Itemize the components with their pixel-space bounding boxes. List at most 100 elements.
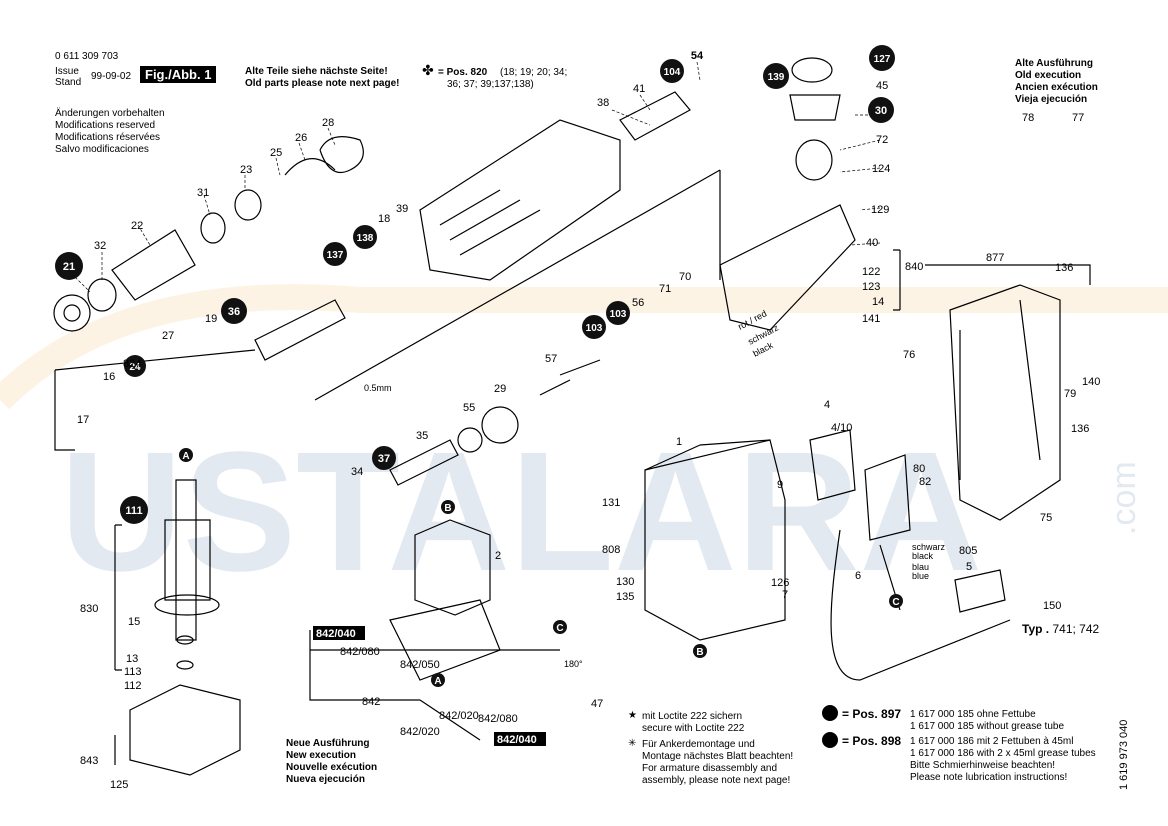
svg-text:22: 22	[131, 220, 143, 232]
svg-text:45: 45	[876, 80, 888, 92]
changes-0: Änderungen vorbehalten	[55, 108, 165, 119]
badge-127: 127	[869, 45, 895, 71]
svg-text:39: 39	[396, 203, 408, 215]
badge-36: 36	[221, 298, 247, 324]
badge-54-text: 54	[691, 50, 704, 62]
letter-markers: A A B B C C	[179, 448, 903, 687]
badge-137: 137	[323, 242, 347, 266]
svg-text:0.5mm: 0.5mm	[364, 383, 392, 393]
svg-text:127: 127	[874, 54, 891, 65]
svg-text:37: 37	[378, 453, 390, 465]
svg-text:B: B	[696, 647, 703, 658]
svg-text:40: 40	[866, 237, 878, 249]
svg-text:75: 75	[1040, 512, 1052, 524]
type-line: Typ . 741; 742	[1022, 622, 1099, 636]
svg-text:824: 824	[123, 358, 141, 370]
svg-text:36: 36	[228, 306, 240, 318]
changes-2: Modifications réservées	[55, 132, 161, 143]
svg-text:2: 2	[495, 550, 501, 562]
svg-text:27: 27	[162, 330, 174, 342]
marker-c-1: C	[553, 620, 567, 634]
badge-139: 139	[763, 63, 789, 89]
svg-text:5: 5	[966, 561, 972, 573]
svg-text:123: 123	[862, 281, 880, 293]
asterisk-line-1: Montage nächstes Blatt beachten!	[642, 751, 794, 762]
pos897-line-1: 1 617 000 185 without grease tube	[910, 721, 1065, 732]
svg-text:840: 840	[905, 261, 923, 273]
star-note-en: secure with Loctite 222	[642, 723, 745, 734]
svg-text:15: 15	[128, 616, 140, 628]
svg-text:808: 808	[602, 544, 620, 556]
badge-103a: 103	[582, 315, 606, 339]
old-parts-en: Old parts please note next page!	[245, 78, 400, 89]
svg-text:136: 136	[1071, 423, 1089, 435]
svg-text:35: 35	[416, 430, 428, 442]
svg-text:32: 32	[94, 240, 106, 252]
svg-text:A: A	[434, 676, 441, 687]
svg-text:842/050: 842/050	[400, 659, 440, 671]
figure-label: Fig./Abb. 1	[140, 66, 217, 83]
marker-a-1: A	[179, 448, 193, 462]
pos897-label: = Pos. 897	[842, 707, 902, 721]
svg-text:842/040: 842/040	[497, 734, 537, 746]
badge-111: 111	[120, 496, 148, 524]
marker-b-2: B	[693, 644, 707, 658]
badge-138: 138	[353, 225, 377, 249]
svg-text:C: C	[556, 623, 563, 634]
svg-text:4: 4	[824, 399, 830, 411]
svg-text:877: 877	[986, 252, 1004, 264]
svg-text:842/020: 842/020	[400, 726, 440, 738]
svg-text:black: black	[912, 551, 934, 561]
new-execution-0: Neue Ausführung	[286, 738, 370, 749]
svg-text:830: 830	[80, 603, 98, 615]
svg-text:113: 113	[124, 666, 142, 678]
svg-text:B: B	[444, 503, 451, 514]
asterisk-line-2: For armature disassembly and	[642, 763, 778, 774]
svg-text:82: 82	[919, 476, 931, 488]
svg-text:9: 9	[777, 479, 783, 491]
svg-text:79: 79	[1064, 388, 1076, 400]
svg-text:34: 34	[351, 466, 363, 478]
stand-label: Stand	[55, 77, 82, 88]
svg-text:1: 1	[676, 436, 682, 448]
svg-text:70: 70	[679, 271, 691, 283]
svg-text:6: 6	[855, 570, 861, 582]
svg-text:111: 111	[125, 505, 142, 517]
old-execution-2: Ancien exécution	[1015, 82, 1098, 93]
type-values: 741; 742	[1052, 622, 1100, 636]
badge-30: 30	[868, 97, 894, 123]
svg-text:29: 29	[494, 383, 506, 395]
pos897-line-0: 1 617 000 185 ohne Fettube	[910, 709, 1036, 720]
type-label: Typ .	[1022, 622, 1050, 636]
star-icon: ★	[628, 710, 637, 721]
marker-a-2: A	[431, 673, 445, 687]
svg-text:21: 21	[63, 261, 75, 273]
svg-text:17: 17	[77, 414, 89, 426]
part-number: 0 611 309 703	[55, 51, 119, 62]
changes-1: Modifications reserved	[55, 120, 156, 131]
svg-text:blau: blau	[912, 562, 929, 572]
svg-text:112: 112	[124, 680, 142, 692]
doc-code: 1 619 973 040	[1118, 719, 1130, 790]
asterisk-line-0: Für Ankerdemontage und	[642, 739, 755, 750]
svg-text:.com: .com	[1105, 461, 1143, 535]
pos820-list-1: (18; 19; 20; 34;	[500, 67, 568, 78]
pos898-line-2: Bitte Schmierhinweise beachten!	[910, 760, 1056, 771]
svg-text:41: 41	[633, 83, 645, 95]
part-badges: 21 24 30 36 37 103 103 104 111 127 137 1…	[55, 45, 895, 524]
svg-text:180°: 180°	[564, 659, 583, 669]
badge-21: 21	[55, 252, 83, 280]
svg-text:104: 104	[664, 67, 681, 78]
svg-text:139: 139	[768, 72, 785, 83]
svg-text:47: 47	[591, 698, 603, 710]
svg-text:A: A	[182, 451, 189, 462]
svg-text:842/020: 842/020	[439, 710, 479, 722]
pos898-line-1: 1 617 000 186 with 2 x 45ml grease tubes	[910, 748, 1096, 759]
issue-label: Issue	[55, 66, 79, 77]
svg-text:USTALARA: USTALARA	[60, 417, 982, 607]
badge-37: 37	[372, 446, 396, 470]
star-note-de: mit Loctite 222 sichern	[642, 711, 743, 722]
svg-text:842/040: 842/040	[316, 628, 356, 640]
watermark: USTALARA .com	[0, 284, 1168, 607]
svg-text:842: 842	[362, 696, 380, 708]
